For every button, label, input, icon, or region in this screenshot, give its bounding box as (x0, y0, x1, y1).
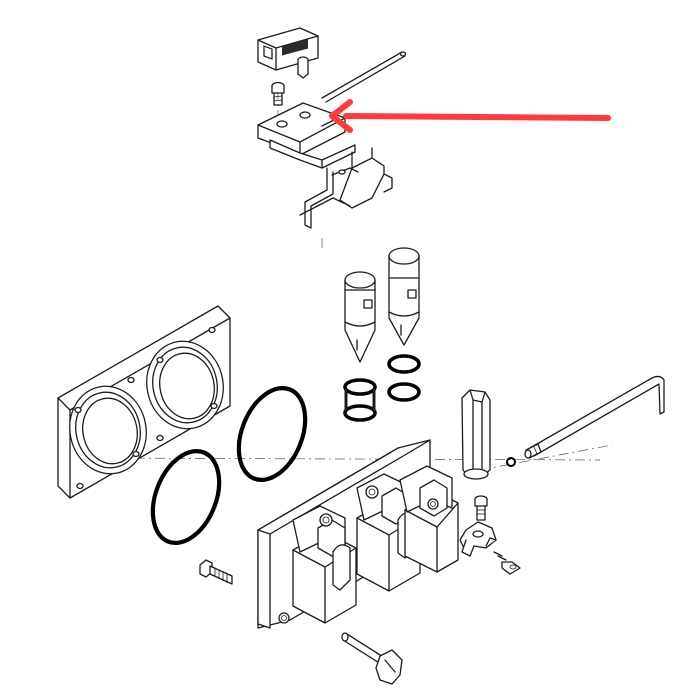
small-o-ring-1 (387, 354, 421, 374)
top-bracket (299, 147, 393, 229)
bottom-pin (341, 632, 403, 685)
pivot-bracket (459, 521, 497, 557)
large-o-ring-left (150, 448, 222, 546)
valve-block (257, 439, 459, 629)
small-screw (493, 551, 521, 575)
large-o-ring-right (236, 385, 308, 483)
top-screw (271, 81, 285, 106)
l-shaped-rod (524, 375, 665, 459)
top-mount-plate (257, 102, 356, 169)
handle-knob (461, 389, 491, 480)
seal-sleeve (343, 378, 377, 422)
stud-screw (199, 559, 233, 585)
top-block (257, 27, 319, 71)
arrow-left-icon (329, 99, 611, 133)
top-pin (297, 56, 309, 79)
rod-washer (506, 457, 516, 467)
small-o-ring-2 (387, 382, 421, 402)
valve-cartridge-right (388, 247, 420, 346)
gasket-plate (57, 305, 231, 499)
top-rod (321, 51, 407, 103)
valve-cartridge-left (344, 271, 376, 363)
pivot-bolt (474, 495, 488, 521)
